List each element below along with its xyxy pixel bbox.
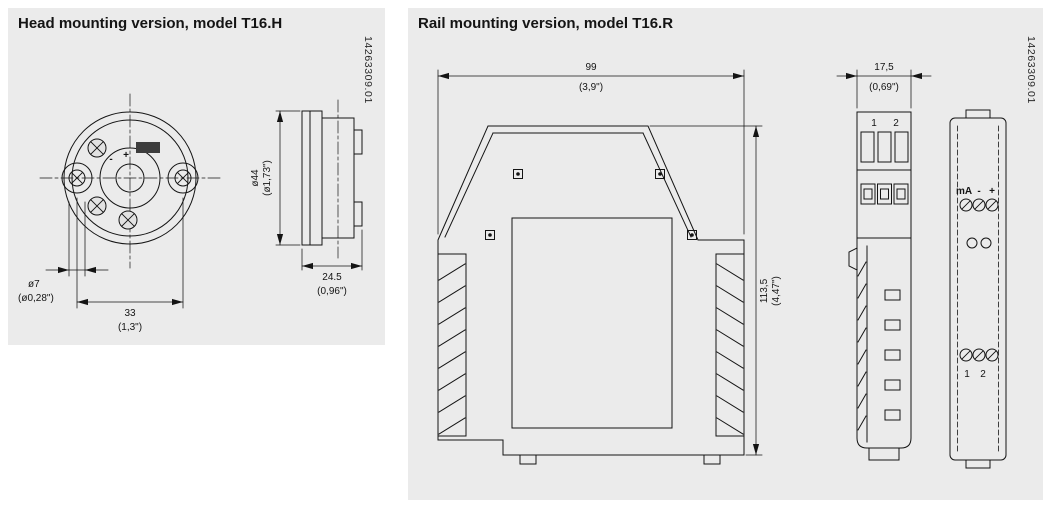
marking-field	[511, 217, 673, 429]
rail-panel-title: Rail mounting version, model T16.R	[418, 15, 674, 32]
vent-slats-right	[715, 253, 745, 437]
rail-front-module-view: mA - +	[949, 109, 1007, 469]
dim-head-depth: 24.5 (0,96")	[301, 229, 363, 297]
head-front-view: - +	[39, 93, 223, 269]
case-screw-icon	[655, 169, 665, 179]
dim-rail-height: 113,5 (4,47")	[649, 125, 782, 456]
terminal-screw-icon	[985, 348, 999, 362]
dim-depth-label: 24.5	[322, 272, 342, 283]
terminal-screw-icon	[985, 198, 999, 212]
dim-width-label: 99	[585, 62, 597, 73]
dim-diameter-label-in: (ø1,73")	[262, 160, 273, 196]
head-mounting-panel: Head mounting version, model T16.H 14263…	[8, 8, 385, 345]
dim-depth-label-in: (0,69")	[869, 82, 899, 93]
case-screw-icon	[687, 230, 697, 240]
rail-mounting-panel: Rail mounting version, model T16.R 14263…	[408, 8, 1043, 500]
led-window	[966, 237, 978, 249]
dim-hole-label: ø7	[28, 279, 40, 290]
terminal-screw-icon	[87, 196, 107, 216]
ear-screw-left-icon	[68, 169, 86, 187]
dim-diameter-label: ø44	[250, 169, 261, 187]
ma-label: mA	[956, 186, 972, 197]
head-panel-title: Head mounting version, model T16.H	[18, 15, 283, 32]
dim-width-label-in: (3,9")	[579, 82, 603, 93]
dim-depth-label: 17,5	[874, 62, 894, 73]
vent-slats-left	[437, 253, 467, 437]
dim-head-diameter: ø44 (ø1,73")	[250, 110, 301, 246]
dim-spacing-label: 33	[124, 308, 136, 319]
dim-height-label: 113,5	[759, 278, 770, 303]
dim-hole-spacing: 33 (1,3")	[76, 197, 184, 333]
rail-front-view	[437, 125, 745, 465]
terminal-minus-label: -	[109, 154, 112, 165]
case-screw-icon	[513, 169, 523, 179]
terminal-plus-label: +	[123, 150, 129, 161]
side-terminal-2-label: 2	[893, 118, 899, 129]
rail-foot	[703, 454, 721, 465]
bottom-terminal-2-label: 2	[980, 369, 986, 380]
terminal-screw-icon	[118, 210, 138, 230]
head-side-view	[301, 99, 363, 259]
heatsink-fins	[857, 261, 867, 431]
ear-screw-right-icon	[174, 169, 192, 187]
rail-foot	[519, 454, 537, 465]
head-doc-number: 14263309.01	[362, 36, 374, 104]
dim-height-label-in: (4,47")	[771, 276, 782, 306]
dim-hole-diameter: ø7 (ø0,28")	[18, 201, 109, 304]
terminal-screw-icon	[959, 198, 973, 212]
rail-side-view: 1 2	[848, 111, 912, 461]
dim-spacing-label-in: (1,3")	[118, 322, 142, 333]
led-window	[980, 237, 992, 249]
side-terminal-1-label: 1	[871, 118, 877, 129]
terminal-screw-icon	[972, 198, 986, 212]
rail-drawing: 99 (3,9") 113,5 (4,47") 1 2	[437, 62, 1007, 469]
dim-depth-label-in: (0,96")	[317, 286, 347, 297]
minus-label: -	[977, 186, 980, 197]
case-screw-icon	[485, 230, 495, 240]
dim-rail-width: 99 (3,9")	[437, 62, 745, 235]
rail-clip-latch	[848, 247, 858, 271]
head-drawing: - + ø7 (ø0,28")	[18, 93, 363, 333]
dim-rail-depth: 17,5 (0,69")	[836, 62, 932, 109]
plus-label: +	[989, 186, 995, 197]
rail-doc-number: 14263309.01	[1025, 36, 1037, 104]
bottom-terminal-1-label: 1	[964, 369, 970, 380]
dim-hole-label-in: (ø0,28")	[18, 293, 54, 304]
terminal-screw-icon	[972, 348, 986, 362]
logo-plate	[136, 142, 160, 153]
terminal-screw-icon	[959, 348, 973, 362]
terminal-screw-icon	[87, 138, 107, 158]
